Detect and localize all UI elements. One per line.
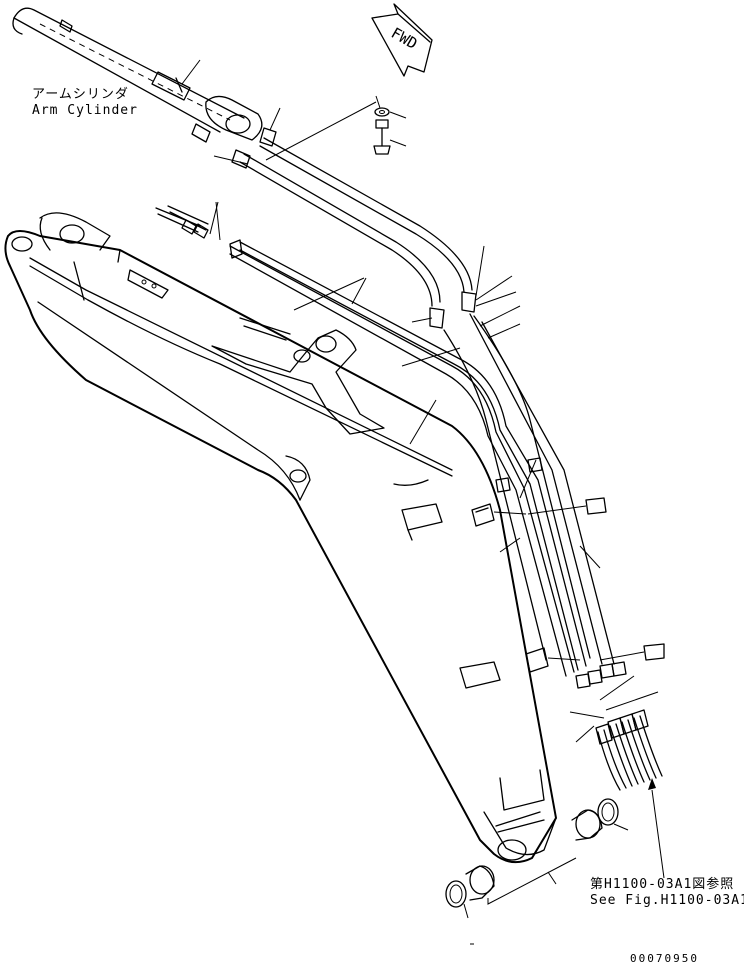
fwd-label: FWD (388, 24, 420, 53)
arm-cylinder-label: アームシリンダ Arm Cylinder (32, 87, 138, 118)
see-fig-label-jp: 第H1100-03A1図参照 (590, 876, 734, 892)
lower-fittings (569, 661, 659, 719)
washer-and-bolt (265, 95, 407, 161)
arm-cylinder-label-jp: アームシリンダ (32, 87, 129, 102)
pipe-clamps (471, 457, 665, 673)
bushings (445, 798, 629, 919)
reference-note: 第H1100-03A1図参照 See Fig.H1100-03A1 (590, 876, 744, 908)
see-fig-label-en: See Fig.H1100-03A1 (590, 893, 744, 908)
drawing-number: 00070950 (630, 952, 699, 965)
arm-body (4, 212, 557, 864)
fittings-group (155, 201, 221, 241)
fwd-direction-arrow: FWD (371, 3, 433, 77)
arm-cylinder-label-en: Arm Cylinder (32, 103, 138, 118)
cylinder-hoses (213, 107, 521, 329)
arm-pipes (229, 239, 615, 677)
reference-arrow (648, 778, 665, 879)
arm-cylinder (12, 7, 263, 143)
lower-hoses (575, 709, 663, 791)
